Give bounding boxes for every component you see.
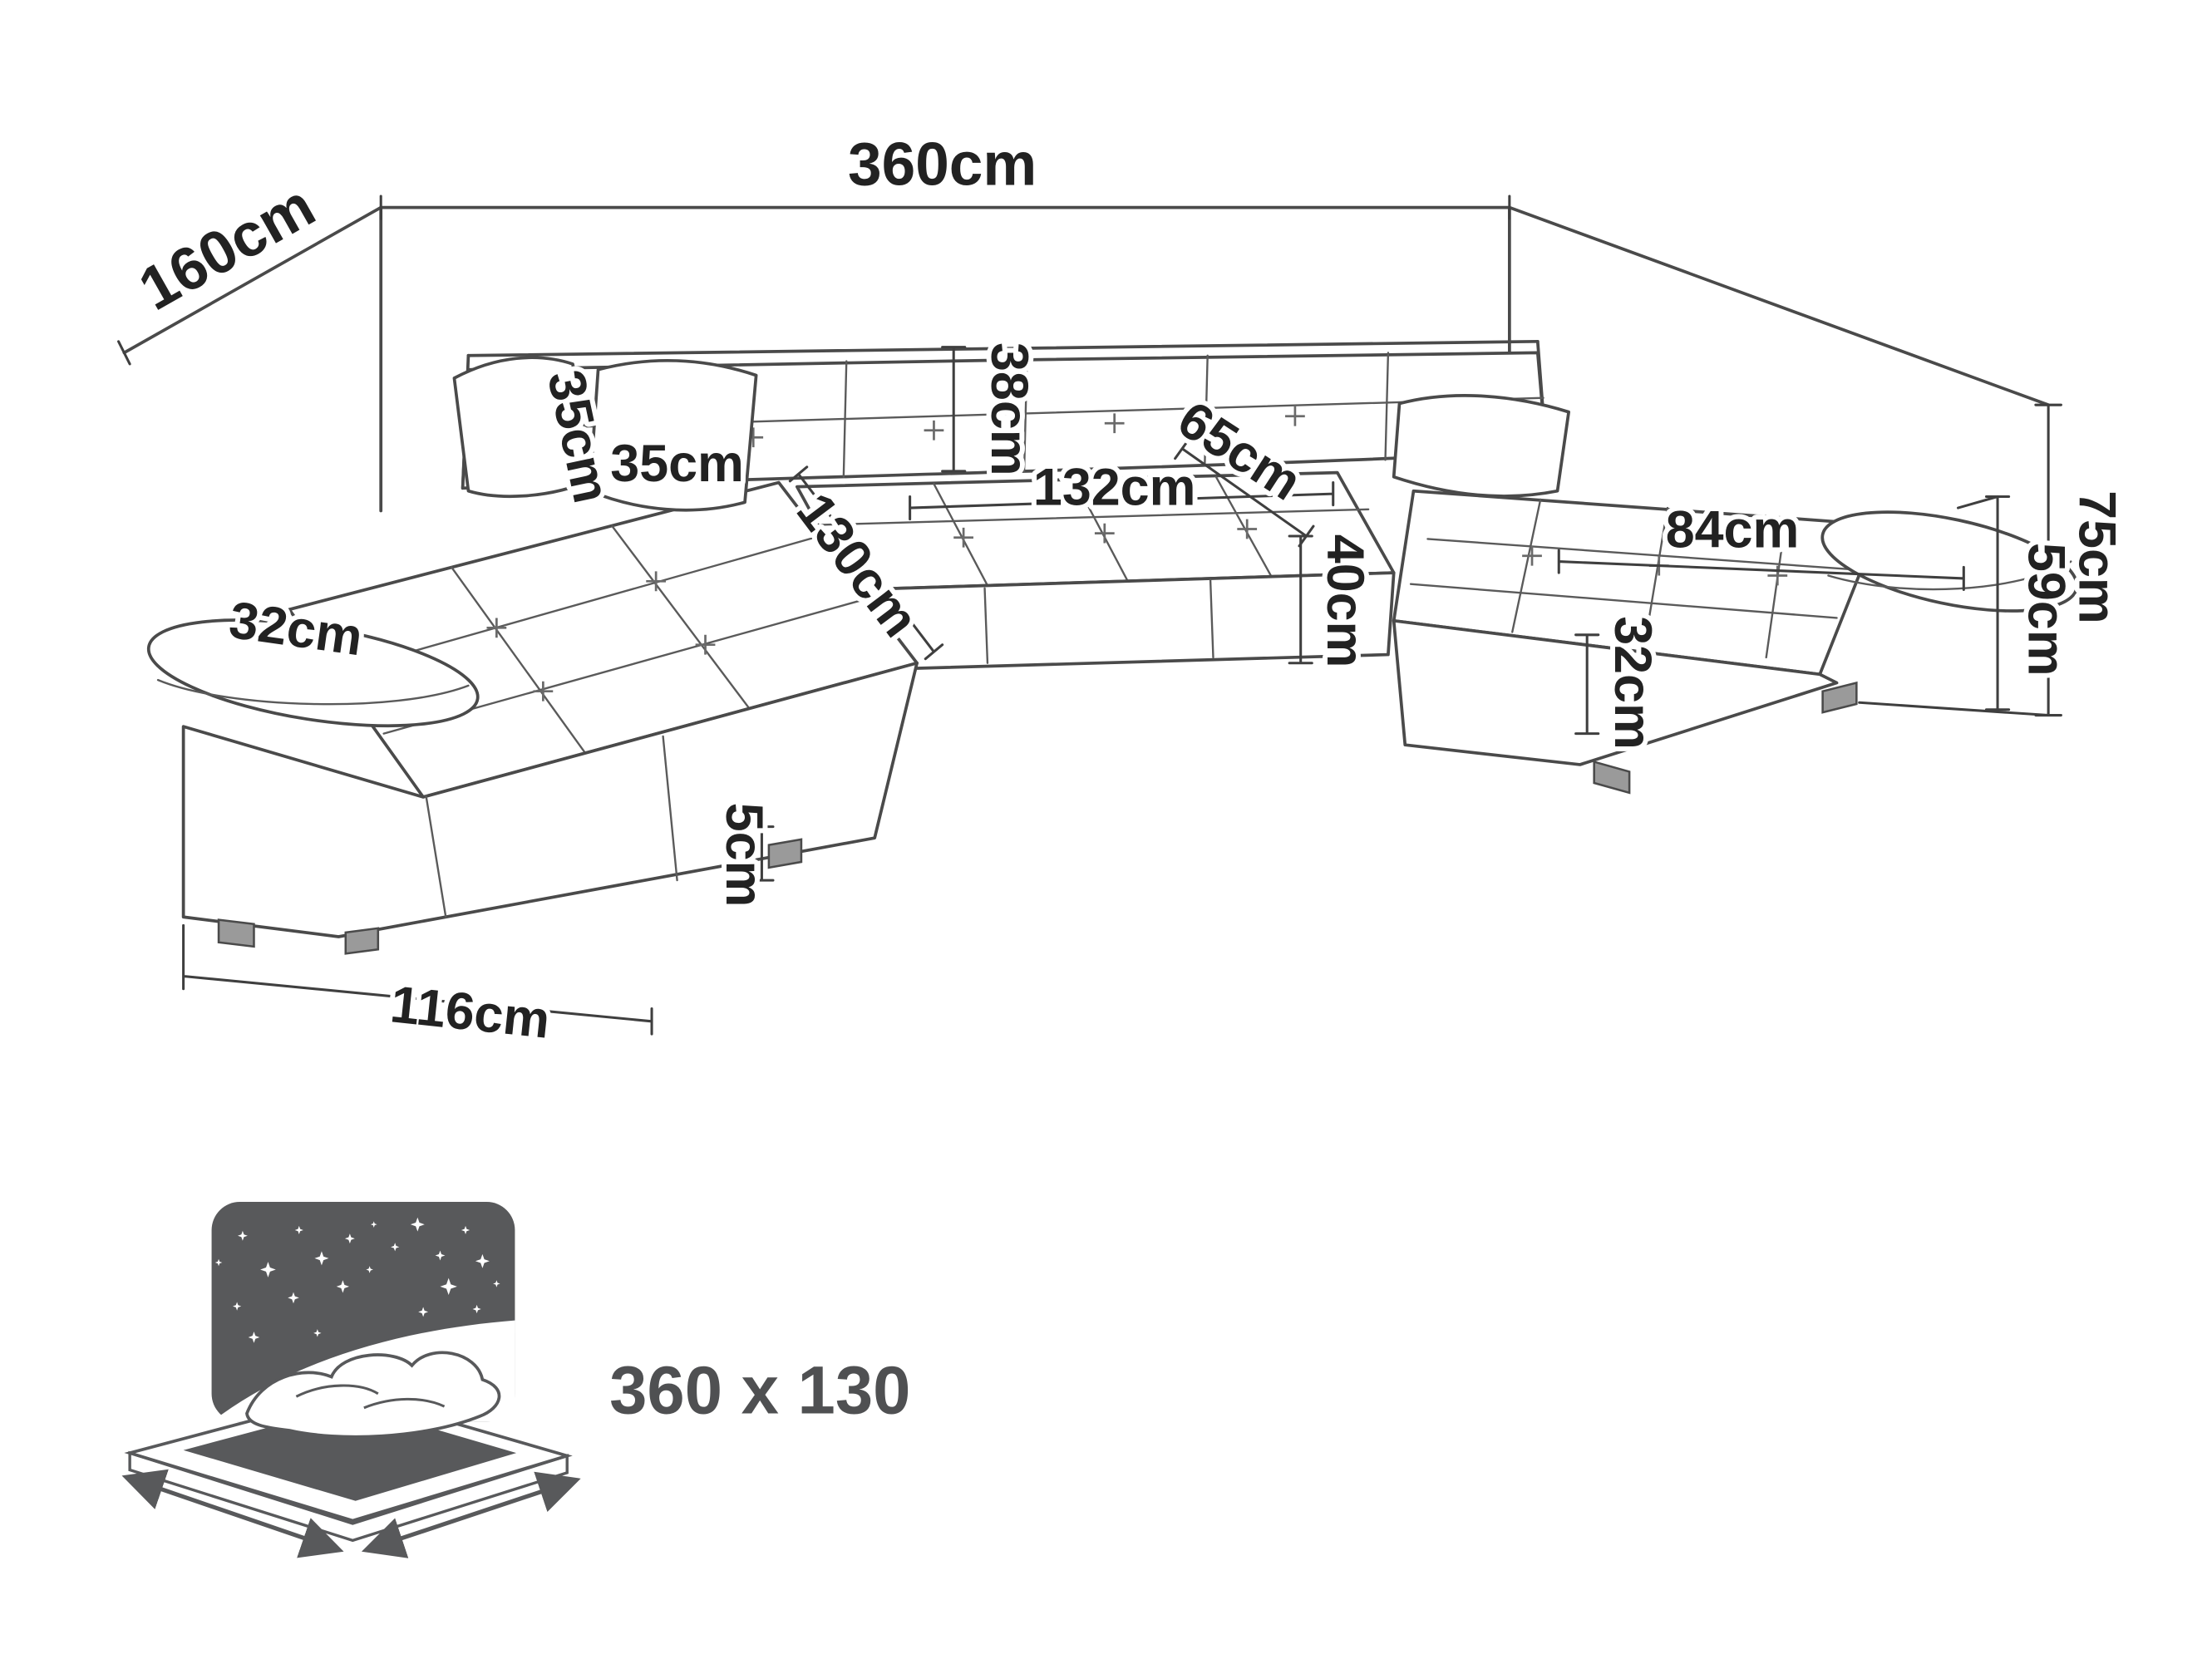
wall-left-edge — [122, 205, 383, 355]
dim-line-middle-seat-width — [909, 480, 1335, 521]
dim-label-arm-height: 59cm — [2017, 543, 2075, 677]
dim-label-leg-height: 5cm — [715, 803, 773, 908]
dim-line-right-seat-width — [1557, 549, 1965, 592]
sleeping-area-section: 360 x 130 — [121, 1202, 910, 1558]
depth-arrow — [361, 1471, 581, 1558]
blanket — [245, 1351, 501, 1439]
dim-line-total-width — [379, 194, 1511, 220]
wall-right-edge — [1507, 205, 2051, 407]
dim-line-right-arm-width — [1574, 633, 1600, 736]
dimension-lines — [117, 194, 2062, 1036]
dim-label-total-width: 360cm — [848, 130, 1037, 198]
dim-label-backrest-height: 38cm — [980, 342, 1038, 476]
sofa-right-chaise — [1392, 489, 2079, 795]
sleeping-area-label: 360 x 130 — [609, 1353, 910, 1429]
dim-label-chaise-front-width: 116cm — [387, 975, 552, 1050]
dim-line-seat-height — [1288, 534, 1313, 665]
pillow-left-front — [588, 359, 758, 512]
dim-line-chaise-length — [788, 465, 944, 661]
sofa-foot — [217, 838, 803, 955]
dim-line-total-depth — [117, 340, 131, 366]
wall-lines — [122, 205, 2051, 513]
pillow-right — [1392, 394, 1571, 498]
dim-label-total-depth: 160cm — [128, 172, 326, 323]
sofa-left-chaise — [146, 480, 919, 955]
left-armrest — [146, 618, 480, 728]
blanket-folds — [295, 1384, 446, 1410]
dim-line-leg-height — [749, 825, 775, 882]
sofa-foot — [1593, 681, 1858, 795]
width-arrow — [121, 1469, 344, 1558]
dim-line-backrest-height — [941, 346, 967, 473]
sofa-pillows — [452, 356, 1571, 512]
dim-line-chaise-front-width — [182, 923, 653, 1036]
dim-label-pillow-b: 35cm — [610, 435, 744, 493]
dim-label-right-seat-width: 84cm — [1666, 501, 1800, 559]
dim-label-right-arm-width: 32cm — [1604, 616, 1662, 750]
dim-label-seat-height: 40cm — [1316, 534, 1374, 668]
bed-with-stars-icon — [121, 1202, 581, 1558]
dim-label-back-height: 75cm — [2067, 490, 2126, 624]
sofa-middle-seat — [795, 470, 1396, 671]
dim-line-back-height — [1858, 403, 2062, 717]
dim-label-middle-seat-width: 132cm — [1033, 459, 1196, 517]
dim-line-arm-height — [1957, 495, 2011, 711]
dim-line-middle-seat-depth — [1174, 437, 1315, 548]
